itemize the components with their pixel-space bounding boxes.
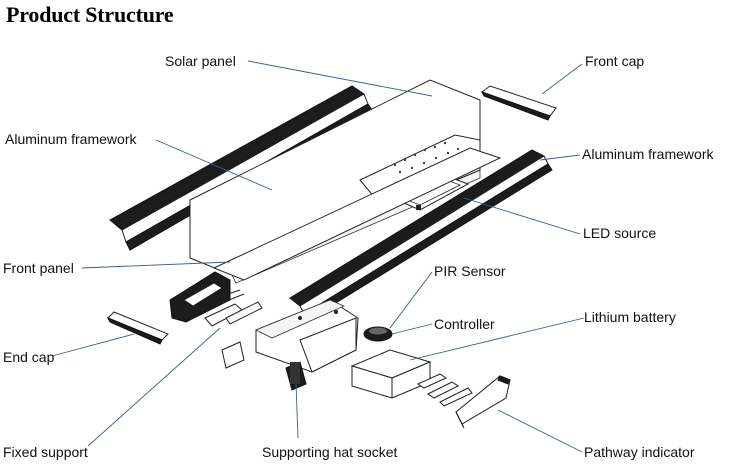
label-controller: Controller — [434, 316, 495, 332]
label-end-cap: End cap — [3, 349, 55, 365]
fixed-support-part — [221, 341, 245, 369]
clip-parts — [416, 373, 473, 407]
label-fixed-support: Fixed support — [3, 444, 88, 460]
label-aluminum-framework-left: Aluminum framework — [5, 131, 137, 147]
bracket-parts — [204, 289, 263, 327]
label-pir-sensor: PIR Sensor — [434, 263, 506, 279]
part-labels: Solar panel Front cap Aluminum framework… — [3, 53, 714, 460]
lithium-battery-part — [350, 349, 432, 399]
controller-part — [363, 326, 393, 342]
front-cap-part — [480, 85, 557, 121]
leader-lines — [51, 60, 585, 453]
page-title: Product Structure — [6, 2, 174, 27]
front-panel-part — [212, 147, 502, 281]
label-front-panel: Front panel — [3, 260, 74, 276]
label-led-source: LED source — [583, 225, 656, 241]
supporting-hat-socket-part — [255, 299, 359, 391]
label-solar-panel: Solar panel — [165, 53, 236, 69]
label-pathway-indicator: Pathway indicator — [584, 444, 695, 460]
pathway-indicator-part — [455, 375, 511, 429]
label-aluminum-framework-right: Aluminum framework — [582, 146, 714, 162]
label-front-cap: Front cap — [585, 53, 644, 69]
label-supporting-hat-socket: Supporting hat socket — [262, 444, 398, 460]
label-lithium-battery: Lithium battery — [584, 309, 676, 325]
end-cap-part — [106, 311, 169, 345]
